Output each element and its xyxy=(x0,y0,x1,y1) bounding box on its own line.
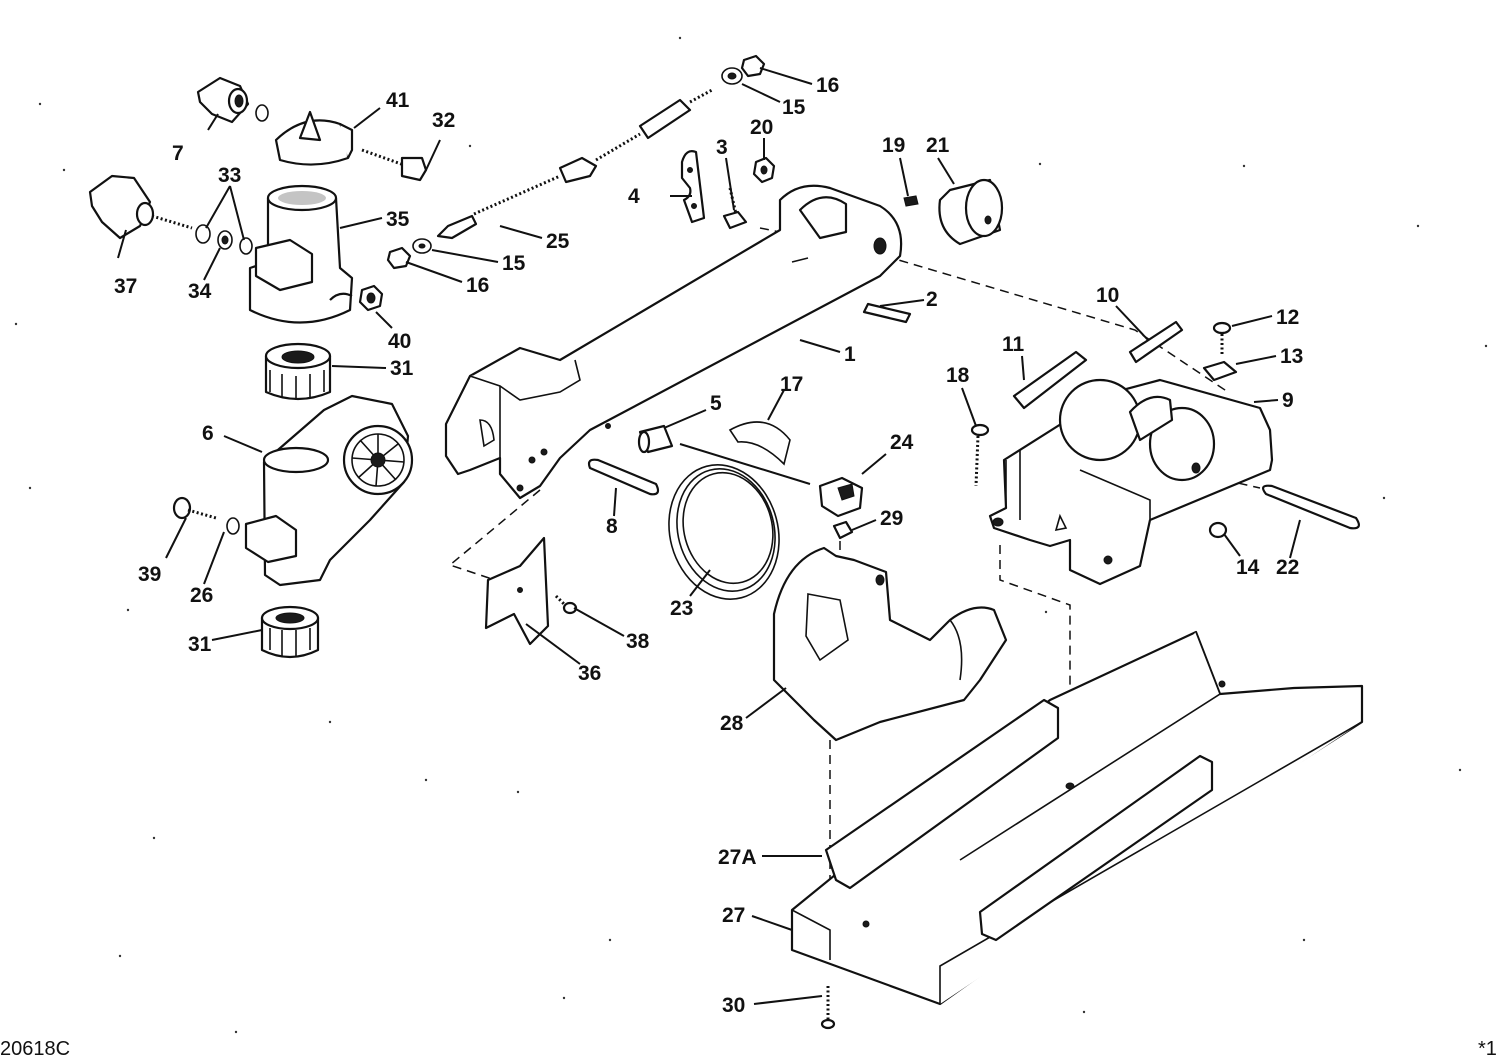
nut-20 xyxy=(752,156,776,184)
callout-19: 19 xyxy=(882,134,905,157)
callout-14: 14 xyxy=(1236,556,1260,579)
callout-33: 33 xyxy=(218,164,241,187)
nut-13 xyxy=(1202,360,1238,382)
washer-34 xyxy=(217,230,233,250)
screw-30 xyxy=(820,986,836,1030)
main-arm xyxy=(444,184,903,500)
callout-28: 28 xyxy=(720,712,744,735)
cable-rod-assembly xyxy=(436,88,713,240)
callout-27: 27 xyxy=(722,904,745,927)
rail-27a xyxy=(824,698,1214,942)
washer-33-b xyxy=(239,237,253,255)
callout-15-upper: 15 xyxy=(782,96,806,119)
callout-21: 21 xyxy=(926,134,950,157)
callout-30: 30 xyxy=(722,994,745,1017)
scan-speckles xyxy=(14,36,1488,1034)
callout-16-lower: 16 xyxy=(466,274,489,297)
callout-25: 25 xyxy=(546,230,570,253)
callout-41: 41 xyxy=(386,89,410,112)
screw-29 xyxy=(832,520,854,540)
pin-2 xyxy=(862,302,912,324)
bushing-lower xyxy=(260,605,320,659)
screw-39 xyxy=(172,496,217,520)
callout-6: 6 xyxy=(202,422,214,445)
callout-labels: 16 15 41 32 7 33 35 25 15 16 4 3 20 19 2… xyxy=(114,74,1303,1017)
callout-39: 39 xyxy=(138,563,161,586)
callout-2: 2 xyxy=(926,288,938,311)
callout-12: 12 xyxy=(1276,306,1299,329)
callout-9: 9 xyxy=(1282,389,1294,412)
callout-23: 23 xyxy=(670,597,693,620)
callout-15-lower: 15 xyxy=(502,252,526,275)
callout-32: 32 xyxy=(432,109,455,132)
cable-coil-23 xyxy=(668,443,811,600)
motor-mount-bracket xyxy=(244,394,414,587)
wing-knob-upper xyxy=(196,76,269,124)
latch-24 xyxy=(818,476,864,518)
spring-clip-17 xyxy=(728,421,791,466)
hook-4 xyxy=(680,150,706,224)
callout-37: 37 xyxy=(114,275,137,298)
screw-38 xyxy=(554,594,578,615)
shaft-22 xyxy=(1262,484,1360,530)
leader-lines xyxy=(117,67,1301,1005)
nut-16-lower xyxy=(386,246,412,270)
callout-5: 5 xyxy=(710,392,722,415)
callout-7: 7 xyxy=(172,142,184,165)
plate-36 xyxy=(484,536,550,646)
callout-40: 40 xyxy=(388,330,411,353)
callout-1: 1 xyxy=(844,343,856,366)
nut-14 xyxy=(1208,521,1228,539)
callout-24: 24 xyxy=(890,431,914,454)
callout-27a: 27A xyxy=(718,846,757,869)
callout-10: 10 xyxy=(1096,284,1119,307)
callout-18: 18 xyxy=(946,364,970,387)
bushing-upper xyxy=(264,342,332,401)
washer-15-lower xyxy=(412,238,432,254)
screw-3 xyxy=(722,187,748,230)
washer-33-a xyxy=(195,224,211,244)
callout-13: 13 xyxy=(1280,345,1303,368)
callout-35: 35 xyxy=(386,208,410,231)
callout-3: 3 xyxy=(716,136,728,159)
callout-4: 4 xyxy=(628,185,640,208)
callout-11: 11 xyxy=(1002,333,1025,356)
callout-29: 29 xyxy=(880,507,903,530)
roller-21 xyxy=(938,178,1004,246)
callout-26: 26 xyxy=(190,584,213,607)
washer-26 xyxy=(226,517,240,535)
washer-15-upper xyxy=(721,67,743,85)
drawing-code: 20618C xyxy=(0,1038,71,1060)
screw-18 xyxy=(970,423,990,487)
callout-31-upper: 31 xyxy=(390,357,414,380)
nut-16-upper xyxy=(740,54,766,78)
callout-31-lower: 31 xyxy=(188,633,212,656)
wing-knob-lower xyxy=(88,174,193,240)
key-10 xyxy=(1128,320,1184,364)
pin-19 xyxy=(903,195,919,207)
callout-8: 8 xyxy=(606,515,618,538)
corner-mark: *1 xyxy=(1478,1038,1497,1060)
clamp-clip xyxy=(274,110,354,166)
callout-17: 17 xyxy=(780,373,803,396)
callout-20: 20 xyxy=(750,116,773,139)
shoe-28 xyxy=(772,546,1008,742)
pin-8 xyxy=(587,458,660,496)
callout-34: 34 xyxy=(188,280,212,303)
key-11 xyxy=(1012,350,1088,410)
screw-12 xyxy=(1212,321,1232,354)
clamp-body xyxy=(248,184,354,324)
housing-9 xyxy=(988,378,1274,586)
callout-38: 38 xyxy=(626,630,650,653)
callout-36: 36 xyxy=(578,662,601,685)
callout-22: 22 xyxy=(1276,556,1299,579)
bushing-5 xyxy=(637,424,674,454)
callout-16-upper: 16 xyxy=(816,74,839,97)
bolt-32 xyxy=(361,148,428,182)
base-tray-27 xyxy=(790,630,1364,1006)
nut-40 xyxy=(358,284,384,312)
